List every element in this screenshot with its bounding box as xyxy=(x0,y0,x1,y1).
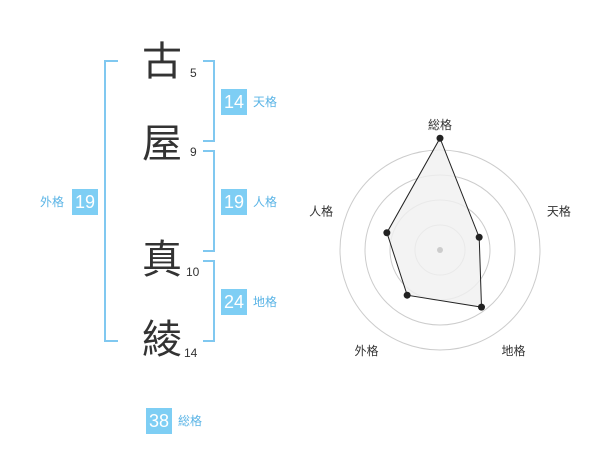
radar-axis-label-2: 天格 xyxy=(547,203,571,218)
name-char-3: 真 xyxy=(142,237,182,283)
gaikaku-label: 外格 xyxy=(40,195,65,209)
stroke-count-1: 5 xyxy=(190,66,197,80)
tenkaku-value: 14 xyxy=(221,89,247,115)
radar-point-1 xyxy=(436,134,444,142)
tenkaku-bracket xyxy=(203,60,215,142)
name-char-1: 古 xyxy=(142,39,182,85)
radar-point-5 xyxy=(383,229,391,237)
name-char-2: 屋 xyxy=(142,121,182,167)
chikaku-value: 24 xyxy=(221,289,247,315)
radar-point-2 xyxy=(475,233,483,241)
radar-point-3 xyxy=(477,303,485,311)
jinkaku-value: 19 xyxy=(221,189,247,215)
soukaku-value: 38 xyxy=(146,408,172,434)
radar-point-4 xyxy=(403,291,411,299)
chikaku-label: 地格 xyxy=(253,295,278,309)
radar-axis-label-3: 地格 xyxy=(501,343,525,358)
radar-axis-label-4: 外格 xyxy=(354,343,378,358)
jinkaku-bracket xyxy=(203,150,215,252)
stroke-count-2: 9 xyxy=(190,145,197,159)
stroke-count-3: 10 xyxy=(186,265,200,279)
stroke-count-4: 14 xyxy=(184,346,198,360)
soukaku-label: 総格 xyxy=(178,414,203,428)
gaikaku-value: 19 xyxy=(72,189,98,215)
radar-center-dot xyxy=(437,247,443,253)
jinkaku-label: 人格 xyxy=(253,195,278,209)
name-char-4: 綾 xyxy=(142,317,182,363)
radar-axis-label-1: 総格 xyxy=(428,117,452,132)
gaikaku-bracket xyxy=(104,60,118,342)
chikaku-bracket xyxy=(203,260,215,342)
radar-value-polygon xyxy=(386,137,483,308)
tenkaku-label: 天格 xyxy=(253,95,278,109)
radar-axis-label-5: 人格 xyxy=(309,203,333,218)
